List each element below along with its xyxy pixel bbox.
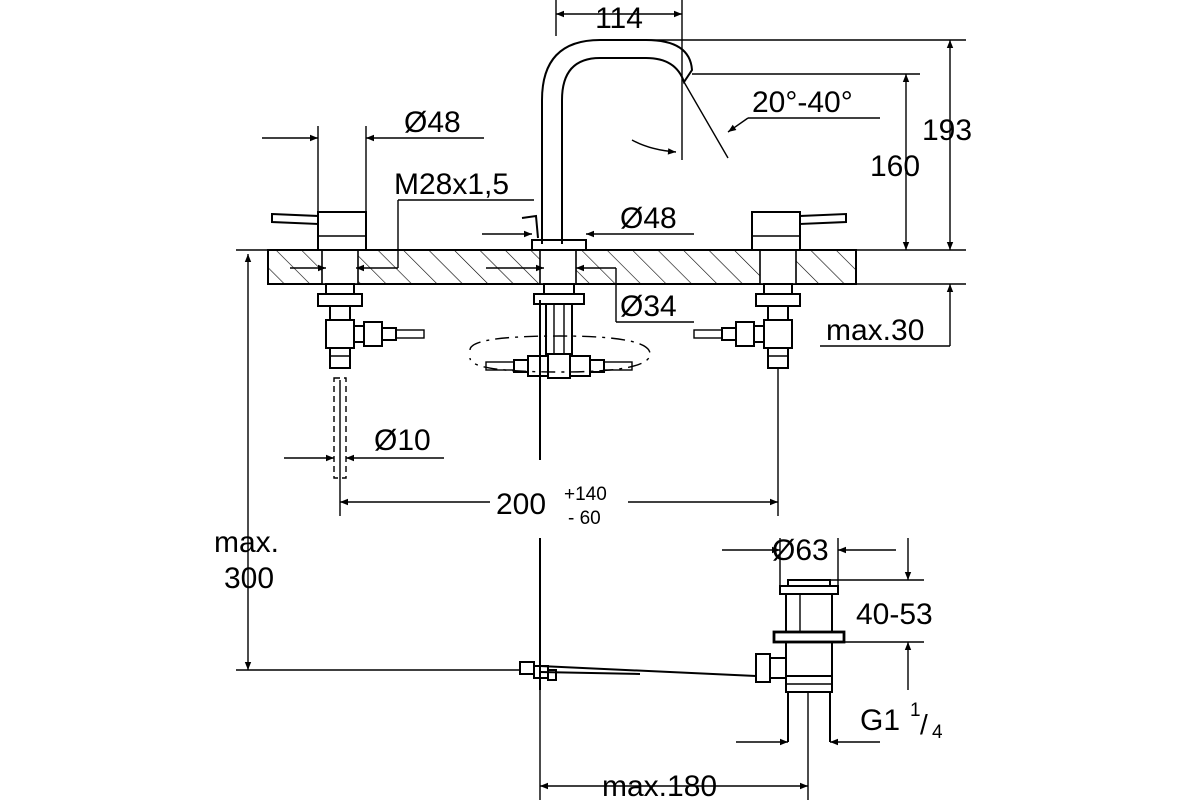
dim-spout-reach: 114 xyxy=(595,2,643,35)
dim-max-length-label: max. xyxy=(214,526,279,559)
waste-fitting xyxy=(519,538,846,742)
dim-waste-thread-slash: / xyxy=(920,709,928,740)
dim-total-height: 193 xyxy=(922,114,972,147)
supply-hose xyxy=(333,377,347,479)
dim-spread-nominal: 200 xyxy=(496,488,546,521)
dim-thread: M28x1,5 xyxy=(394,168,509,201)
dim-waste-thread-den: 4 xyxy=(932,722,943,743)
left-handle-valve xyxy=(271,211,425,369)
dim-spread-tol-plus: +140 xyxy=(564,484,607,505)
dim-swivel-angle: 20°-40° xyxy=(752,86,853,119)
dimension-lines xyxy=(236,0,966,800)
dim-max-length-value: 300 xyxy=(224,562,274,595)
right-handle-valve xyxy=(693,211,847,369)
dimension-labels: 114 Ø48 M28x1,5 Ø48 20°-40° 193 160 Ø34 … xyxy=(214,2,972,800)
dim-spout-base-diameter: Ø48 xyxy=(620,202,677,235)
dim-handle-diameter: Ø48 xyxy=(404,106,461,139)
dim-max-deck-thickness: max.30 xyxy=(826,314,924,347)
dim-spout-height: 160 xyxy=(870,150,920,183)
spout xyxy=(469,39,694,460)
dim-max-rod-length: max.180 xyxy=(602,770,717,800)
dim-spread-tol-minus: - 60 xyxy=(568,508,601,529)
countertop-section xyxy=(236,249,966,285)
dim-hose-diameter: Ø10 xyxy=(374,424,431,457)
dim-shank-diameter: Ø34 xyxy=(620,290,677,323)
dim-waste-diameter: Ø63 xyxy=(772,534,829,567)
dim-waste-height: 40-53 xyxy=(856,598,933,631)
dim-waste-thread: G1 xyxy=(860,704,900,737)
dim-waste-thread-num: 1 xyxy=(910,700,921,721)
